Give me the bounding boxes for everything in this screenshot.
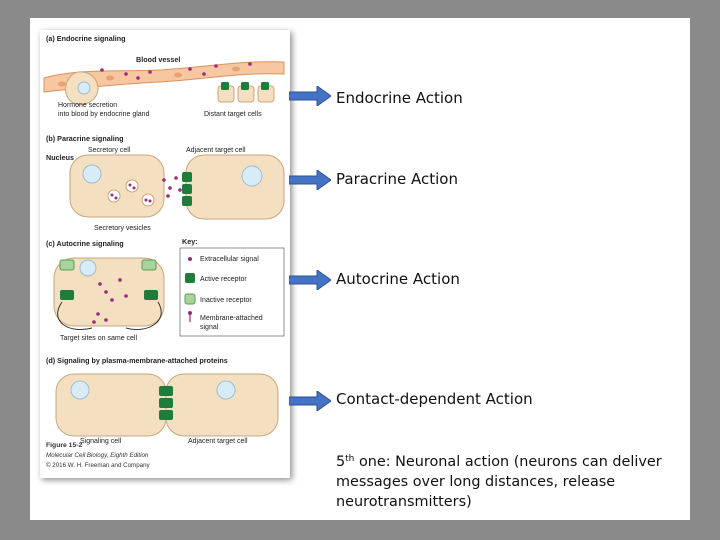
autocrine-action-label: Autocrine Action [336,270,460,288]
hormone-signals [100,62,252,80]
adjacent-target-cell [185,154,285,220]
signaling-figure: (a) Endocrine signaling Blood vessel Hor… [40,30,290,478]
blood-vessel [43,61,285,93]
key-active: Active receptor [200,276,247,283]
secretory-cell [69,154,165,218]
arrow-icon [289,391,331,411]
arrow-icon [289,270,331,290]
distant-target-cells [217,82,275,103]
note-ordinal: 5 [336,454,346,470]
neuronal-action-note: 5th one: Neuronal action (neurons can de… [336,449,696,512]
endocrine-gland [65,71,99,105]
panel-b-title: (b) Paracrine signaling [46,134,123,143]
panel-c-title: (c) Autocrine signaling [46,239,124,248]
note-ordinal-suffix: th [345,454,355,464]
signaling-cell [55,373,167,437]
key-title: Key: [182,237,198,246]
signaling-cell-label: Signaling cell [80,438,122,445]
distant-target-label: Distant target cells [204,111,262,118]
key-membrane-line1: Membrane-attached [200,315,263,322]
key-box [179,247,285,337]
nucleus-label: Nucleus [46,153,74,162]
arrow-icon [289,86,331,106]
secretory-nucleus [82,164,102,184]
adjacent-target-label-d: Adjacent target cell [188,438,248,445]
contact-dependent-action-label: Contact-dependent Action [336,390,533,408]
figure-book: Molecular Cell Biology, Eighth Edition [46,452,149,459]
figure-copyright: © 2016 W. H. Freeman and Company [46,462,151,469]
key-inactive: Inactive receptor [200,297,252,304]
key-membrane-line2: signal [200,324,219,331]
arrow-icon [289,170,331,190]
secretory-vesicles-label: Secretory vesicles [94,225,151,232]
secretion-label-line2: into blood by endocrine gland [58,111,150,118]
panel-a-title: (a) Endocrine signaling [46,34,125,43]
blood-vessel-label: Blood vessel [136,55,180,64]
endocrine-action-label: Endocrine Action [336,89,463,107]
autocrine-cell [53,257,165,327]
secretory-cell-label: Secretory cell [88,147,131,154]
figure-number: Figure 15-2 [46,442,82,449]
paracrine-action-label: Paracrine Action [336,170,458,188]
adjacent-target-label: Adjacent target cell [186,147,246,154]
note-text: one: Neuronal action (neurons can delive… [336,454,662,510]
secretion-label-line1: Hormone secretion [58,102,117,109]
target-sites-label: Target sites on same cell [60,335,137,342]
key-extracellular: Extracellular signal [200,256,259,263]
panel-d-title: (d) Signaling by plasma-membrane-attache… [46,356,228,365]
